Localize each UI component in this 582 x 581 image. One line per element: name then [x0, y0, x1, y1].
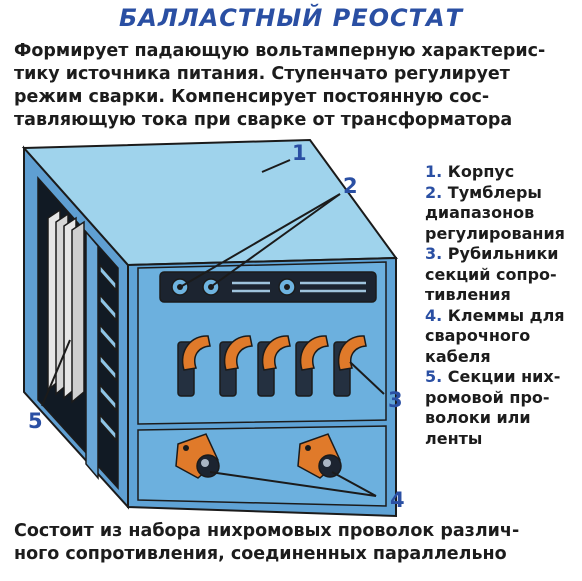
- callout-2: 2: [343, 174, 358, 198]
- callout-4: 4: [390, 488, 405, 512]
- legend-label: Клеммы для: [447, 305, 565, 325]
- legend-item-1: 1. Корпус: [425, 162, 580, 183]
- legend-item-2: 2. Тумблеры диапазонов регулирования: [425, 183, 580, 245]
- legend-label: Рубильники: [447, 244, 559, 263]
- footer-text: Состоит из набора нихромовых проволок ра…: [14, 520, 574, 566]
- legend-label: Тумблеры: [447, 182, 542, 202]
- legend-label: ромовой про-: [425, 387, 550, 407]
- legend-number: 2.: [425, 182, 443, 202]
- footer-line: Состоит из набора нихромовых проволок ра…: [14, 521, 520, 541]
- toggle-switches: [171, 278, 296, 296]
- intro-line: Формирует падающую вольтамперную характе…: [14, 41, 546, 61]
- legend-label: сварочного: [425, 326, 531, 345]
- legend-label: диапазонов: [425, 203, 535, 222]
- legend-label: волоки или: [425, 408, 531, 427]
- legend-number: 4.: [425, 305, 443, 325]
- legend-item-5: 5. Секции них- ромовой про- волоки или л…: [425, 367, 580, 449]
- callout-5: 5: [28, 409, 43, 433]
- legend-label: Корпус: [447, 162, 515, 181]
- legend: 1. Корпус 2. Тумблеры диапазонов регулир…: [425, 162, 580, 449]
- legend-label: секций сопро-: [425, 264, 557, 284]
- leader-lines: [41, 159, 385, 497]
- intro-line: режим сварки. Компенсирует постоянную со…: [14, 87, 490, 107]
- legend-label: кабеля: [425, 346, 491, 366]
- intro-text: Формирует падающую вольтамперную характе…: [14, 40, 574, 132]
- legend-number: 1.: [425, 162, 443, 181]
- legend-number: 5.: [425, 367, 443, 386]
- nichrome-sections: [47, 208, 85, 404]
- callout-1: 1: [292, 141, 307, 165]
- intro-line: тавляющую тока при сварке от трансформат…: [14, 110, 513, 130]
- legend-number: 3.: [425, 244, 443, 263]
- title: БАЛЛАСТНЫЙ РЕОСТАТ: [118, 4, 463, 32]
- legend-label: регулирования: [425, 223, 565, 243]
- callout-3: 3: [388, 388, 403, 412]
- knife-switches: [177, 335, 367, 397]
- legend-item-4: 4. Клеммы для сварочного кабеля: [425, 306, 580, 368]
- legend-label: ленты: [425, 428, 483, 448]
- control-strip: [159, 271, 377, 303]
- legend-label: тивления: [425, 285, 511, 304]
- footer-line: ного сопротивления, соединенных параллел…: [14, 544, 507, 564]
- legend-label: Секции них-: [447, 367, 561, 386]
- legend-item-3: 3. Рубильники секций сопро- тивления: [425, 244, 580, 306]
- intro-line: тику источника питания. Ступенчато регул…: [14, 64, 510, 84]
